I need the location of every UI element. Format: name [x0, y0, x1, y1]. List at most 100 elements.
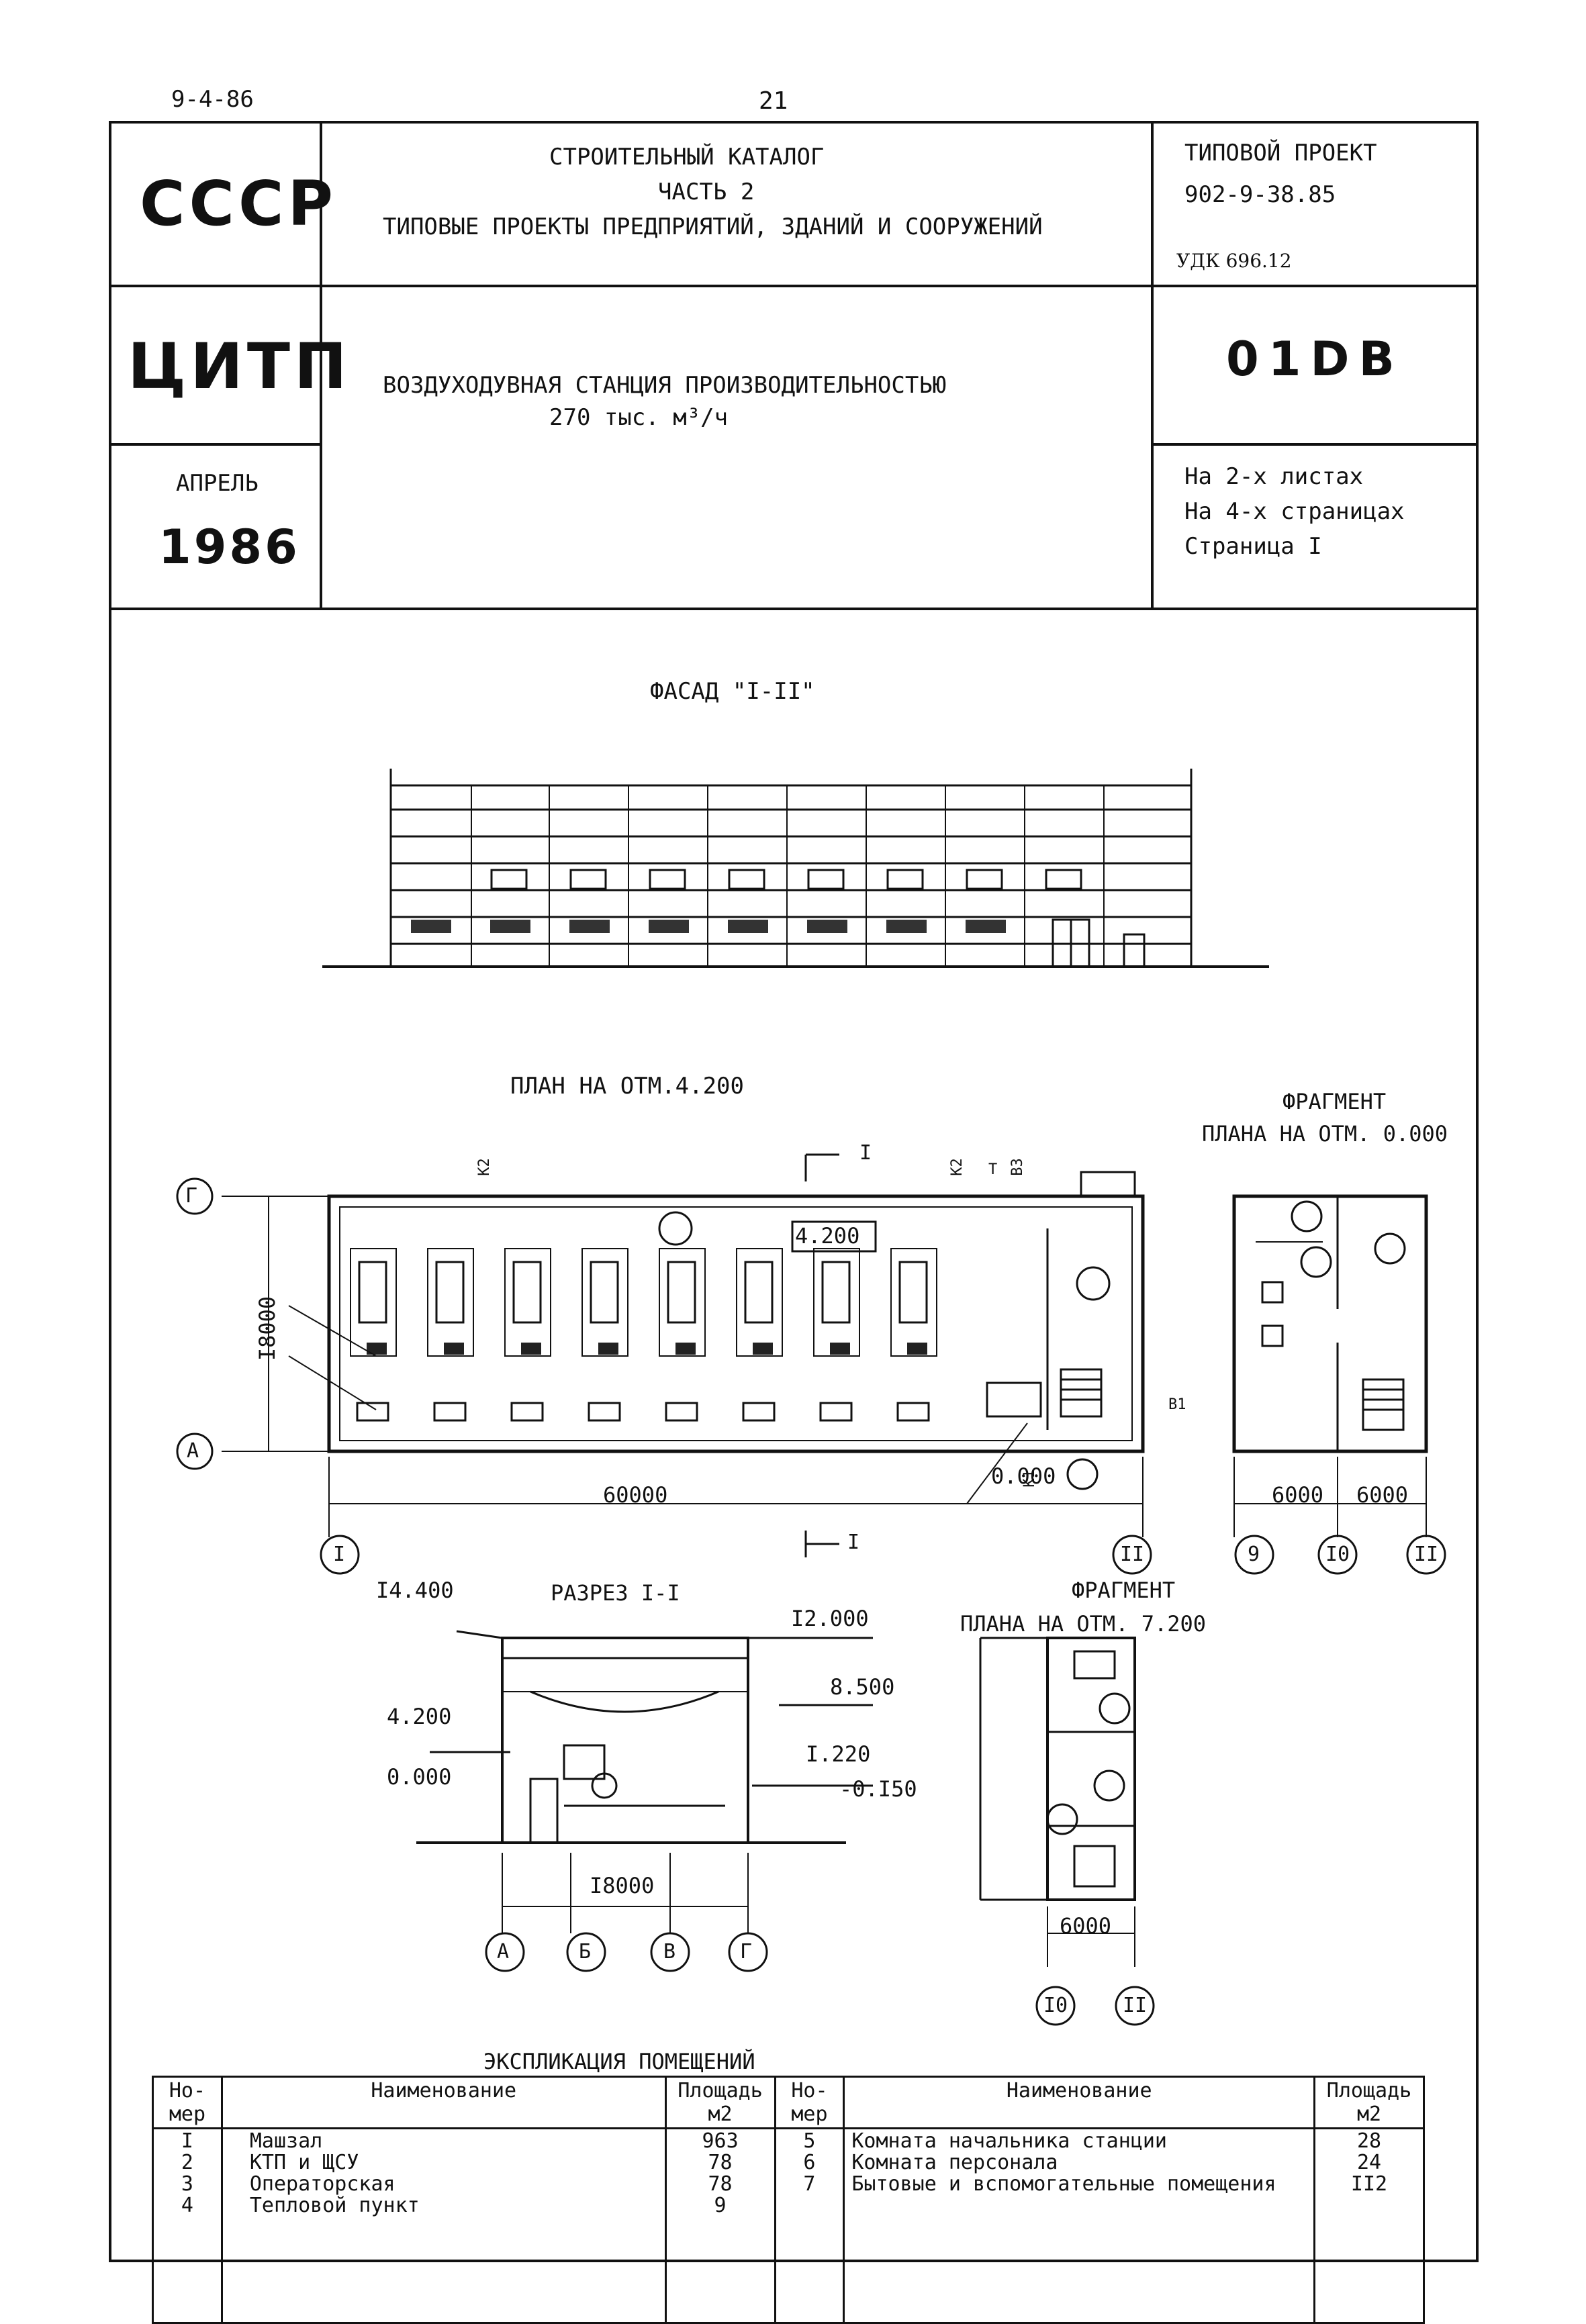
header-divider — [1151, 121, 1154, 609]
col-num-header-2: Но- мер — [774, 2076, 845, 2129]
elevation-minus-0150: -0.I50 — [839, 1776, 917, 1802]
axis-label-b: Б — [579, 1940, 592, 1964]
room-name: Операторская — [249, 2172, 395, 2196]
fragment1-dim-right: 6000 — [1356, 1482, 1409, 1508]
room-area: 24 — [1356, 2151, 1382, 2174]
room-name: Комната начальника станции — [851, 2129, 1167, 2153]
header-divider — [109, 443, 322, 446]
title-line2: 270 тыс. м³/ч — [549, 404, 729, 431]
fragment2-title1: ФРАГМЕНТ — [1072, 1578, 1176, 1603]
room-num: I — [181, 2129, 193, 2153]
axis-label-v: В — [663, 1940, 676, 1964]
col-area-header: Площадь м2 — [664, 2076, 776, 2129]
plan-width-dim: 60000 — [603, 1482, 668, 1508]
axis-label-2: II — [1120, 1543, 1145, 1566]
title-line1: ВОЗДУХОДУВНАЯ СТАНЦИЯ ПРОИЗВОДИТЕЛЬНОСТЬ… — [383, 372, 947, 399]
pipe-b3: В3 — [1009, 1158, 1026, 1176]
section-drawing — [416, 1630, 873, 1933]
axis-label-g2: Г — [740, 1940, 753, 1964]
col-name-header-2: Наименование — [843, 2076, 1316, 2129]
axis-label-1: I — [333, 1543, 346, 1566]
room-name: Тепловой пункт — [249, 2194, 420, 2217]
col-name-header: Наименование — [220, 2076, 667, 2129]
axis-label-2c: II — [1123, 1994, 1148, 2017]
doc-code: 9-4-86 — [171, 86, 254, 113]
room-name: Бытовые и вспомогательные помещения — [851, 2172, 1276, 2196]
fragment2-dim: 6000 — [1060, 1913, 1112, 1939]
elevation-1220: I.220 — [806, 1741, 871, 1767]
pipe-t: Т — [988, 1161, 998, 1178]
room-num: 2 — [181, 2151, 193, 2174]
section-width-dim: I8000 — [590, 1873, 655, 1898]
axis-label-a: А — [187, 1439, 199, 1463]
fragment-plan-0000 — [1232, 1194, 1428, 1537]
fragment2-title2: ПЛАНА НА ОТМ. 7.200 — [960, 1611, 1207, 1637]
room-num: 4 — [181, 2194, 193, 2217]
org-label: ЦИТП — [128, 330, 351, 403]
room-name: КТП и ЩСУ — [249, 2151, 359, 2174]
header-divider — [109, 285, 1479, 287]
col-area-header-2: Площадь м2 — [1313, 2076, 1425, 2129]
elevation-8500: 8.500 — [830, 1674, 895, 1700]
fragment1-title1: ФРАГМЕНТ — [1282, 1089, 1387, 1114]
elevation-4200: 4.200 — [387, 1704, 452, 1729]
year-label: 1986 — [158, 520, 300, 575]
classification-code: 01DB — [1226, 332, 1404, 387]
page-number: 21 — [759, 87, 788, 115]
page-index: Страница I — [1184, 533, 1322, 560]
plan-level0-label: 0.000 — [991, 1463, 1056, 1489]
sheets-count: На 2-х листах — [1184, 463, 1364, 490]
udk-label: УДК 696.12 — [1176, 250, 1292, 272]
fragment-plan-7200 — [979, 1637, 1136, 1967]
room-name: Комната персонала — [851, 2151, 1058, 2174]
floor-plan — [222, 1153, 1145, 1557]
room-num: 5 — [803, 2129, 816, 2153]
col-num-header: Но- мер — [152, 2076, 223, 2129]
catalog-line3: ТИПОВЫЕ ПРОЕКТЫ ПРЕДПРИЯТИЙ, ЗДАНИЙ И СО… — [383, 213, 1043, 240]
room-area: 9 — [714, 2194, 727, 2217]
room-num: 3 — [181, 2172, 193, 2196]
pipe-k2b: К2 — [948, 1158, 966, 1176]
explication-title: ЭКСПЛИКАЦИЯ ПОМЕЩЕНИЙ — [483, 2049, 755, 2074]
plan-depth-dim: I8000 — [254, 1296, 281, 1361]
project-number: 902-9-38.85 — [1184, 181, 1336, 208]
month-label: АПРЕЛЬ — [176, 470, 259, 497]
facade-title: ФАСАД "I-II" — [650, 678, 815, 705]
axis-label-10: I0 — [1325, 1543, 1350, 1566]
room-area: 78 — [708, 2172, 733, 2196]
catalog-line2: ЧАСТЬ 2 — [658, 179, 755, 205]
room-area: 28 — [1356, 2129, 1382, 2153]
fragment1-title2: ПЛАНА НА ОТМ. 0.000 — [1202, 1121, 1448, 1147]
room-name: Машзал — [249, 2129, 323, 2153]
header-divider — [109, 608, 1479, 610]
pipe-k1: К1 — [1021, 1469, 1038, 1488]
header-divider — [320, 121, 322, 609]
pipe-b1: В1 — [1168, 1396, 1186, 1413]
elevation-14400: I4.400 — [376, 1578, 454, 1603]
fragment1-dim-left: 6000 — [1272, 1482, 1324, 1508]
table-row: I 2 3 4 Машзал КТП и ЩСУ Операторская Те… — [152, 2127, 1425, 2324]
room-num: 7 — [803, 2172, 816, 2196]
room-area: 78 — [708, 2151, 733, 2174]
pages-count: На 4-х страницах — [1184, 498, 1405, 525]
elevation-0: 0.000 — [387, 1764, 452, 1790]
catalog-line1: СТРОИТЕЛЬНЫЙ КАТАЛОГ — [549, 144, 825, 171]
pipe-k2: К2 — [475, 1158, 493, 1176]
project-label: ТИПОВОЙ ПРОЕКТ — [1184, 140, 1377, 166]
section-marker-bottom: I — [847, 1531, 860, 1554]
axis-label-g: Г — [185, 1184, 198, 1208]
room-num: 6 — [803, 2151, 816, 2174]
plan-title: ПЛАН НА ОТМ.4.200 — [510, 1073, 744, 1100]
header-divider — [1152, 443, 1479, 446]
axis-label-10b: I0 — [1043, 1994, 1068, 2017]
axis-label-9: 9 — [1248, 1543, 1260, 1566]
section-marker-top: I — [859, 1141, 872, 1165]
explication-table: Но- мер Наименование Площадь м2 Но- мер … — [152, 2076, 1425, 2324]
country-label: СССР — [140, 168, 337, 240]
axis-label-a2: А — [497, 1940, 510, 1964]
section-title: РАЗРЕЗ I-I — [551, 1580, 680, 1606]
room-area: 963 — [702, 2129, 739, 2153]
plan-level-label: 4.200 — [795, 1223, 860, 1249]
elevation-12000: I2.000 — [791, 1606, 869, 1631]
